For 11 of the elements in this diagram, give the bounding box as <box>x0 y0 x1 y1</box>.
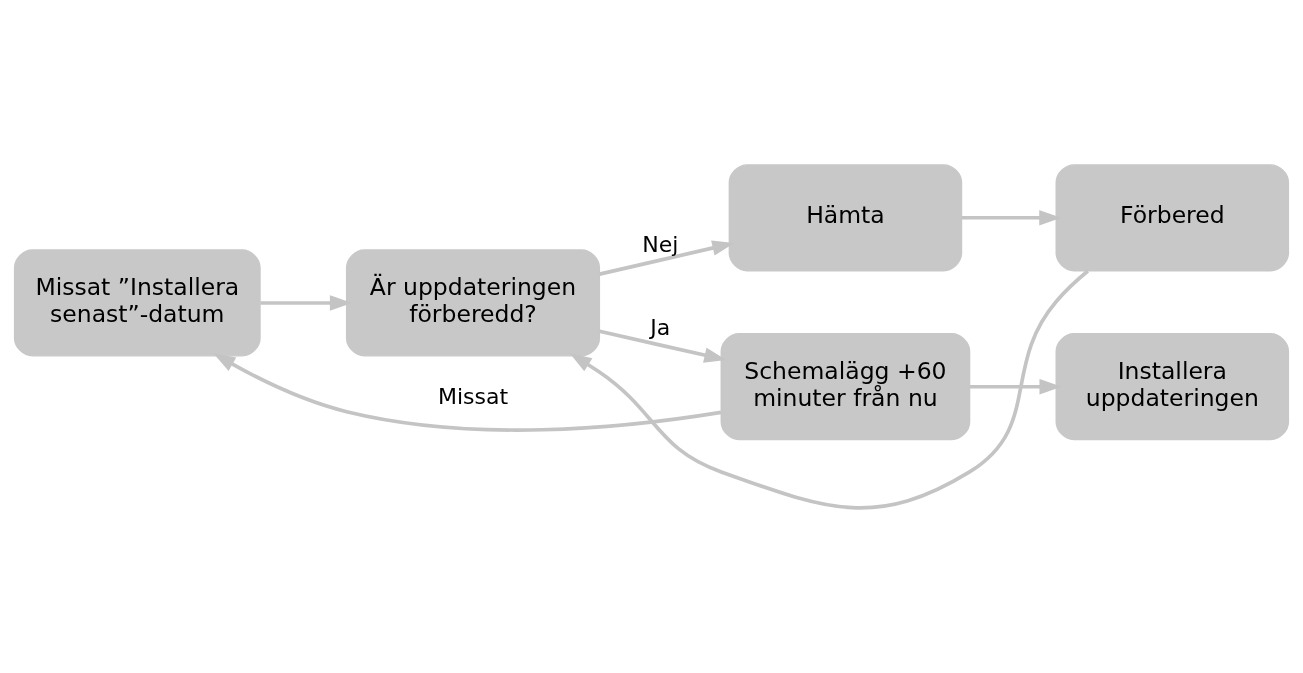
node-box: Schemalägg +60 minuter från nu <box>720 333 971 441</box>
node-box: Förbered <box>1055 164 1290 272</box>
node-box: Missat ”Installera senast”-datum <box>13 249 261 357</box>
edge-label: Missat <box>437 384 509 410</box>
node-box: Hämta <box>728 164 963 272</box>
node-box: Installera uppdateringen <box>1055 333 1290 441</box>
edge-label: Nej <box>642 231 679 257</box>
node-box: Är uppdateringen förberedd? <box>345 249 601 357</box>
arrow <box>569 269 1090 510</box>
arrow <box>213 353 722 432</box>
edge-label: Ja <box>650 315 671 341</box>
